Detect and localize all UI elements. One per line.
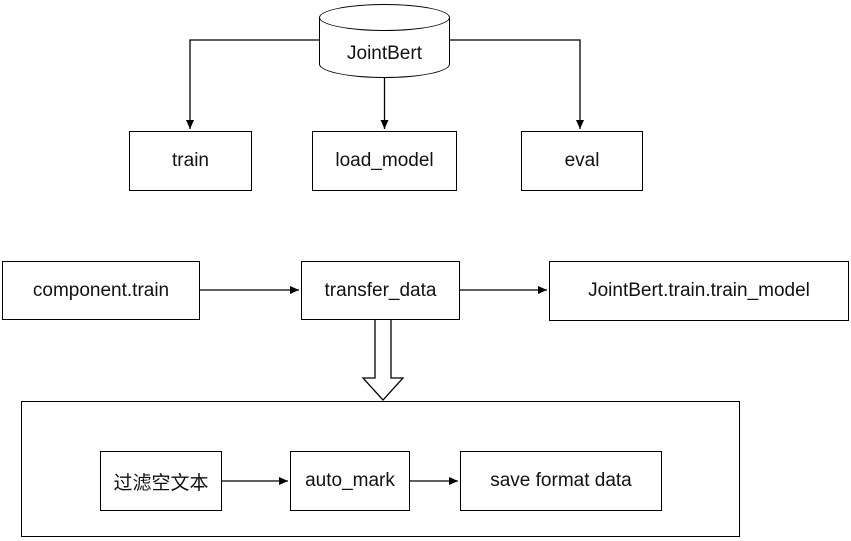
node-jointbert-cylinder-top <box>319 4 450 31</box>
node-train: train <box>129 131 252 191</box>
node-jointbert: JointBert <box>347 43 422 64</box>
node-auto-mark: auto_mark <box>290 451 410 511</box>
edge-jointbert-train <box>186 39 319 129</box>
node-component-train: component.train <box>2 261 200 320</box>
node-eval: eval <box>521 131 643 191</box>
node-save-format-data: save format data <box>460 451 662 511</box>
edge-jointbert-eval <box>450 39 584 129</box>
pipeline-container <box>21 401 740 537</box>
node-transfer-data: transfer_data <box>301 261 460 320</box>
node-load-model: load_model <box>312 131 457 191</box>
node-jointbert-train-train-model: JointBert.train.train_model <box>549 261 849 321</box>
hollow-block-arrow <box>361 320 405 401</box>
node-filter-empty-text: 过滤空文本 <box>100 451 222 511</box>
